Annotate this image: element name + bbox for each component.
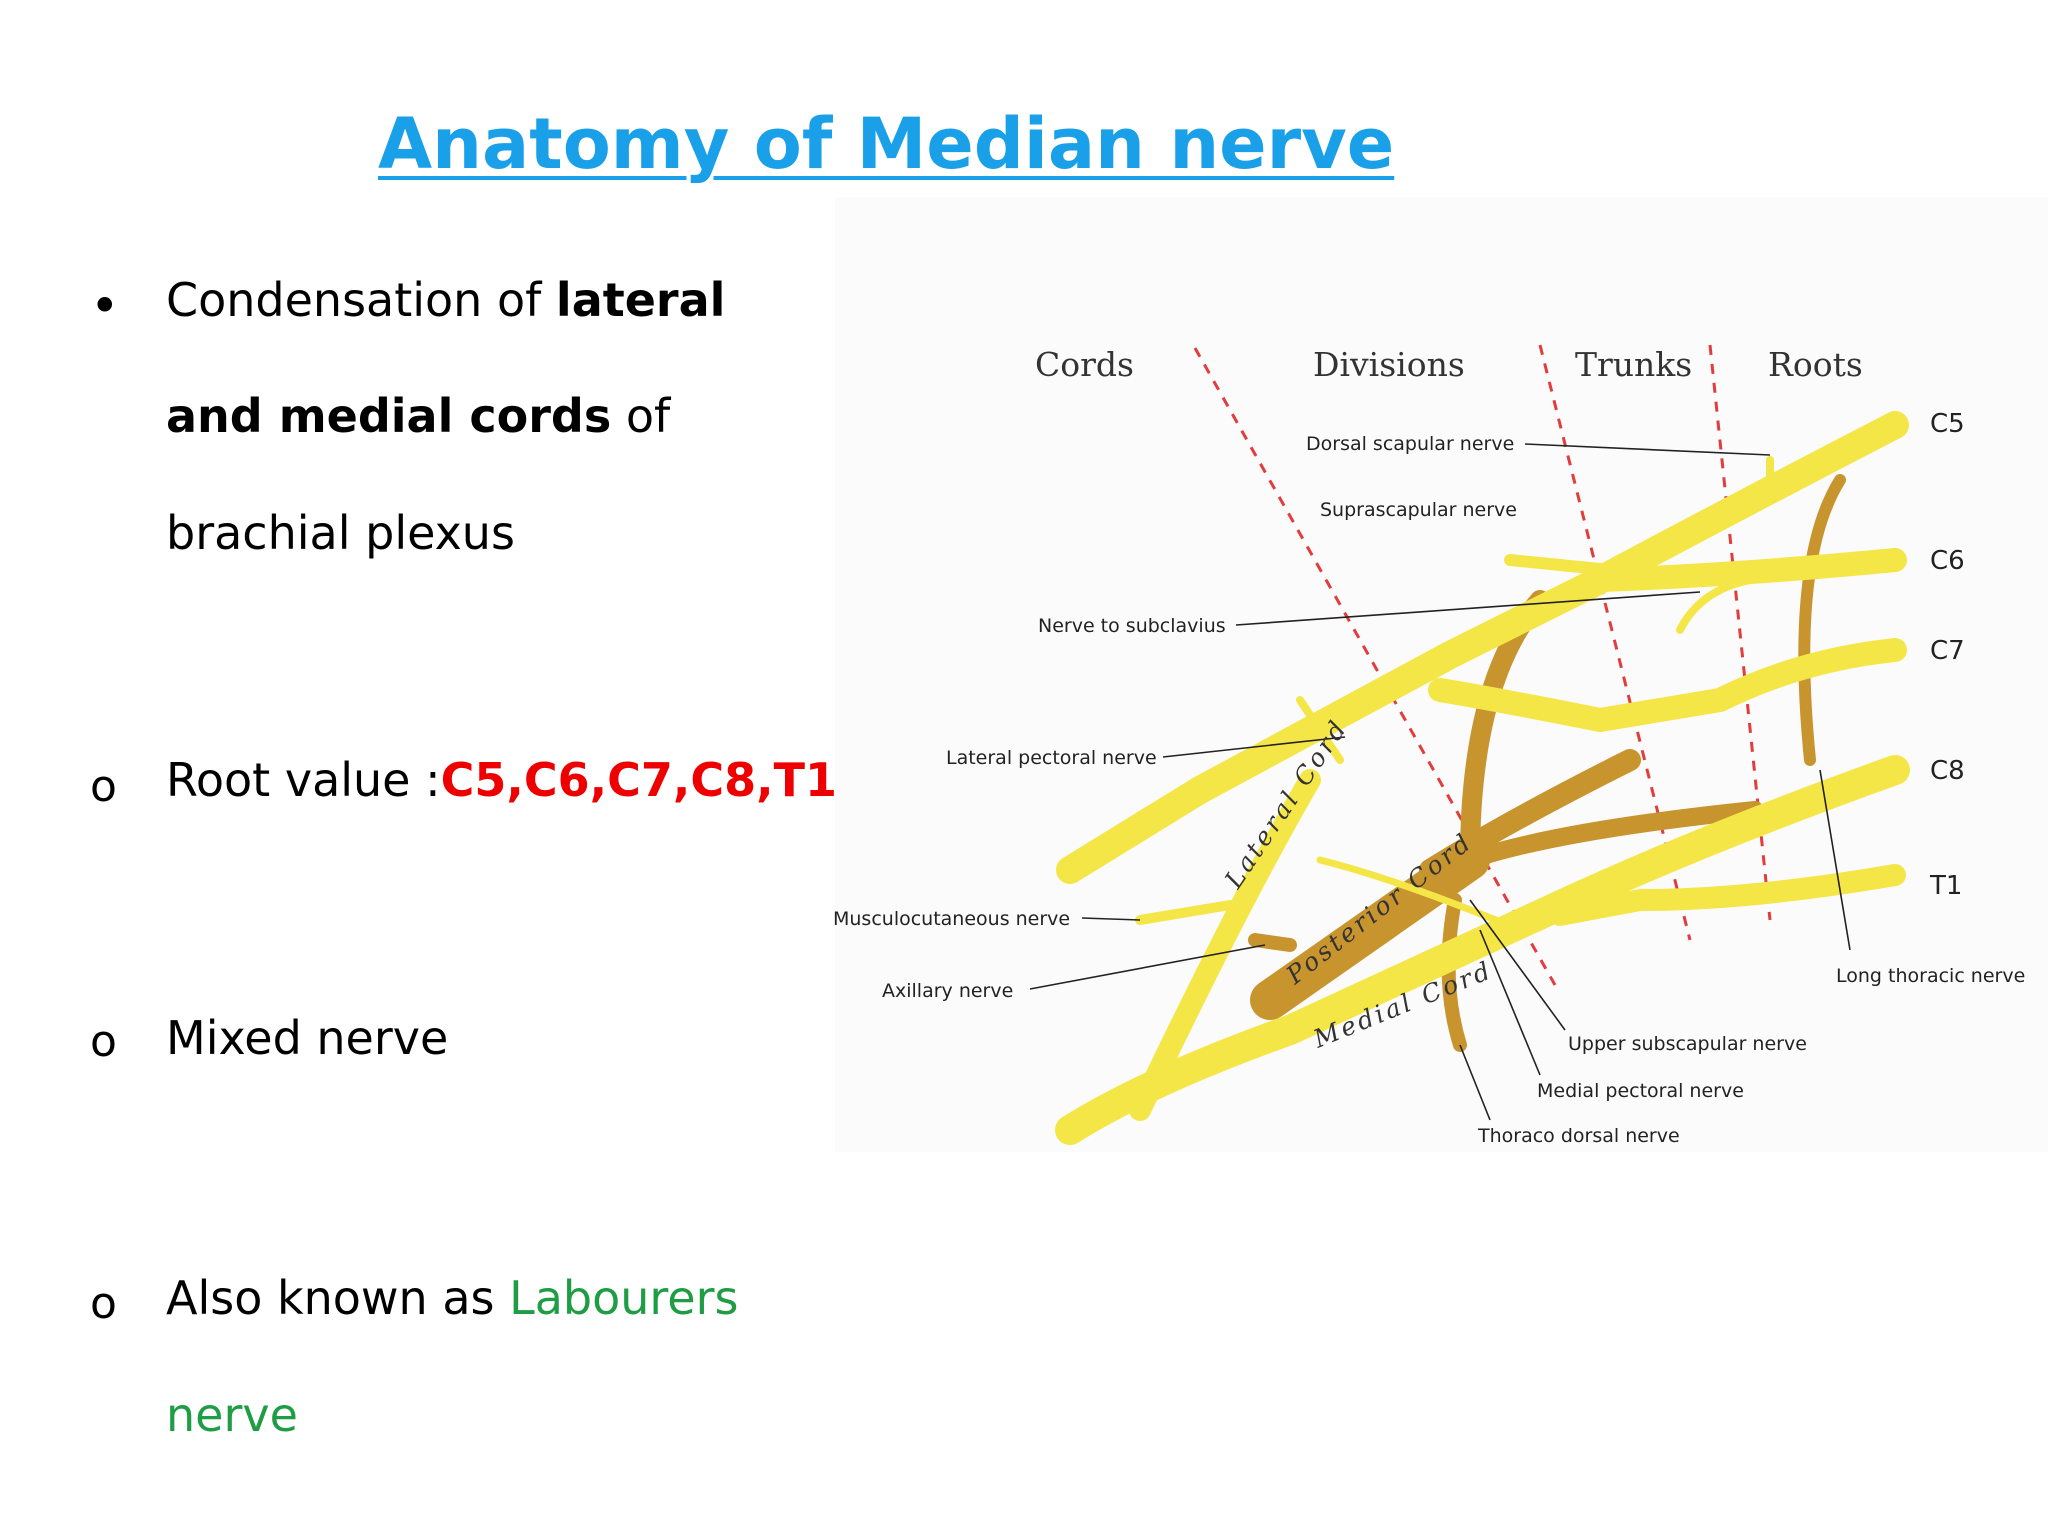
- header-roots: Roots: [1768, 345, 1863, 384]
- root-label: C7: [1930, 636, 1965, 666]
- musculocutaneous-branch: [1135, 900, 1235, 925]
- posterior-cord-shape: [1250, 840, 1490, 1020]
- leader-line: [1081, 917, 1141, 921]
- text: of: [611, 389, 671, 443]
- label-subclavius: Nerve to subclavius: [1038, 615, 1226, 637]
- root-label: C6: [1930, 546, 1965, 576]
- lateral-pectoral-branch: [1296, 696, 1344, 764]
- text-bold: and medial cords: [166, 389, 612, 443]
- bullet-line-3: brachial plexus: [166, 506, 515, 560]
- c6-root: [1588, 548, 1907, 592]
- root-label: T1: [1929, 871, 1962, 901]
- label-axillary: Axillary nerve: [882, 980, 1013, 1002]
- leader-line: [1235, 591, 1701, 626]
- leader-line: [1524, 443, 1771, 456]
- lateral-cord-shape: [1129, 769, 1321, 1121]
- label-upper-subscapular: Upper subscapular nerve: [1568, 1033, 1807, 1055]
- bullet-line-1: Condensation of lateral: [166, 277, 725, 323]
- text: Also known as: [166, 1271, 510, 1325]
- thoracodorsal-branch: [1441, 893, 1467, 1052]
- label-thoracodorsal: Thoraco dorsal nerve: [1477, 1125, 1680, 1147]
- t1-root: [1549, 864, 1906, 926]
- bullet-dot: •: [90, 277, 120, 335]
- divider-line: [1538, 344, 1692, 941]
- label-dorsal-scapular: Dorsal scapular nerve: [1306, 433, 1514, 455]
- c7-root: [1428, 638, 1907, 732]
- text-green: Labourers: [509, 1271, 739, 1325]
- divider-line: [1193, 347, 1557, 986]
- mixed-nerve-line: Mixed nerve: [166, 1011, 449, 1065]
- brachial-plexus-diagram: Cords Divisions Trunks Roots C5 C6 C7 C8…: [833, 197, 2048, 1152]
- header-trunks: Trunks: [1575, 345, 1692, 384]
- leader-line: [1479, 929, 1541, 1076]
- root-value-label: Root value :: [166, 753, 441, 807]
- leader-line: [1029, 944, 1266, 990]
- leader-line: [1459, 1044, 1491, 1121]
- header-divisions: Divisions: [1313, 345, 1465, 384]
- leader-line: [1162, 736, 1346, 758]
- aka-line: Also known as Labourers: [166, 1275, 739, 1321]
- aka-line-2: nerve: [166, 1388, 298, 1442]
- label-suprascapular: Suprascapular nerve: [1320, 499, 1517, 521]
- leader-lines: [1029, 443, 1851, 1121]
- root-label: C5: [1930, 409, 1965, 439]
- bullet-line-2: and medial cords of: [166, 393, 670, 439]
- label-medial-pectoral: Medial pectoral nerve: [1537, 1080, 1744, 1102]
- nerve-bundles: [1055, 411, 1910, 1145]
- long-thoracic-root: [1798, 474, 1846, 766]
- header-cords: Cords: [1035, 345, 1134, 384]
- leader-line: [1819, 769, 1851, 951]
- subclavius-branch: [1676, 576, 1754, 634]
- bullet-circle: o: [90, 761, 117, 812]
- label-lateral-pectoral: Lateral pectoral nerve: [946, 747, 1157, 769]
- posterior-division: [1461, 801, 1764, 869]
- nerve-loop: [1316, 856, 1524, 934]
- root-value-line: Root value :C5,C6,C7,C8,T1: [166, 757, 837, 803]
- axillary-branch: [1248, 933, 1297, 952]
- suprascapular-branch: [1504, 554, 1616, 576]
- page-title: Anatomy of Median nerve: [378, 103, 1395, 185]
- root-label: C8: [1930, 756, 1965, 786]
- bullet-circle: o: [90, 1016, 117, 1067]
- text-bold: lateral: [555, 273, 726, 327]
- bullet-circle: o: [90, 1278, 117, 1329]
- text: Condensation of: [166, 273, 556, 327]
- label-musculocutaneous: Musculocutaneous nerve: [833, 908, 1070, 930]
- root-value: C5,C6,C7,C8,T1: [440, 753, 837, 807]
- label-long-thoracic: Long thoracic nerve: [1836, 965, 2025, 987]
- leader-line: [1469, 899, 1566, 1031]
